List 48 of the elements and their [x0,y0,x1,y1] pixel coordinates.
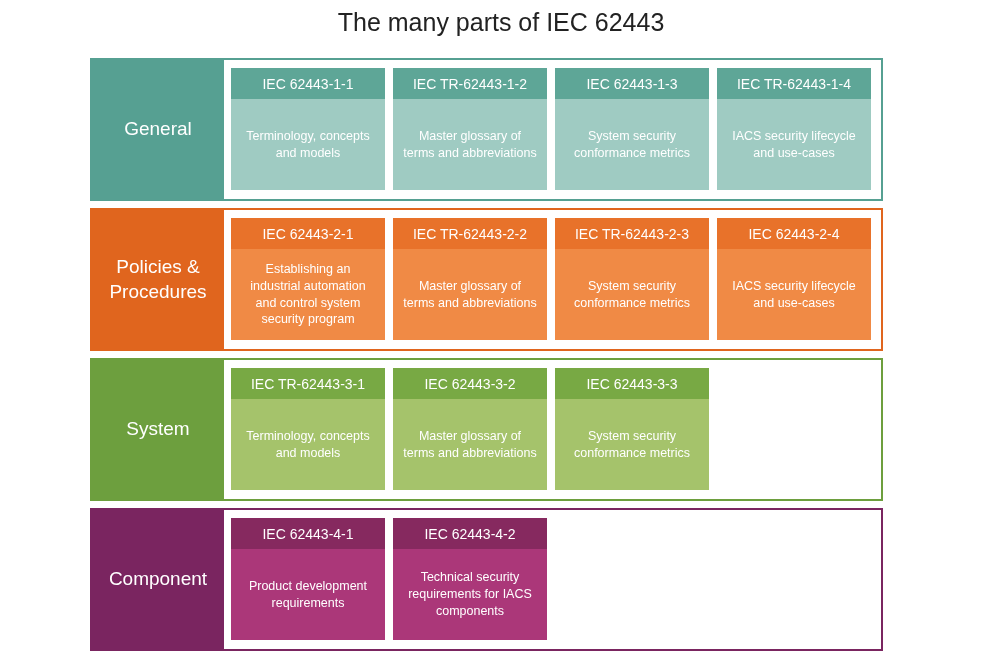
standard-card [555,368,709,490]
standard-description: Terminology, concepts and models [245,127,371,162]
standard-description: Master glossary of terms and abbreviations [402,127,538,162]
standard-description: Product development requirements [247,577,369,612]
standard-card [393,68,547,190]
standard-description: IACS security lifecycle and use-cases [731,277,857,312]
standard-description: System security conformance metrics [573,127,691,162]
standard-number: IEC TR-62443-3-1 [231,368,385,399]
standard-card [555,68,709,190]
standard-number: IEC TR-62443-2-2 [393,218,547,249]
category-label: System [92,360,224,499]
standard-description: IACS security lifecycle and use-cases [731,127,857,162]
standard-description: Master glossary of terms and abbreviations [402,277,538,312]
standard-number: IEC TR-62443-1-2 [393,68,547,99]
category-band [90,208,883,351]
standard-number: IEC 62443-2-1 [231,218,385,249]
standard-number: IEC 62443-4-1 [231,518,385,549]
standard-description: System security conformance metrics [573,277,691,312]
standard-number: IEC 62443-1-3 [555,68,709,99]
standard-card [717,218,871,340]
category-band [90,508,883,651]
standard-description: Master glossary of terms and abbreviations [402,427,538,462]
category-band [90,358,883,501]
standard-number: IEC TR-62443-2-3 [555,218,709,249]
standard-card [555,218,709,340]
standard-card [231,368,385,490]
standard-number: IEC 62443-1-1 [231,68,385,99]
standard-number: IEC TR-62443-1-4 [717,68,871,99]
diagram-title: The many parts of IEC 62443 [336,8,666,37]
category-band [90,58,883,201]
standard-card [393,218,547,340]
standard-card [717,68,871,190]
category-label: Component [92,510,224,649]
category-label: Policies & Procedures [92,210,224,349]
standard-card [231,68,385,190]
standard-card [231,518,385,640]
standard-number: IEC 62443-2-4 [717,218,871,249]
standard-number: IEC 62443-3-2 [393,368,547,399]
standard-number: IEC 62443-4-2 [393,518,547,549]
standard-card [393,518,547,640]
standard-description: Technical security requirements for IACS components [407,569,533,620]
standard-description: Establishing an industrial automation and control system security program [249,260,367,329]
standard-number: IEC 62443-3-3 [555,368,709,399]
standard-card [231,218,385,340]
standard-description: Terminology, concepts and models [245,427,371,462]
category-label: General [92,60,224,199]
standard-description: System security conformance metrics [573,427,691,462]
standard-card [393,368,547,490]
